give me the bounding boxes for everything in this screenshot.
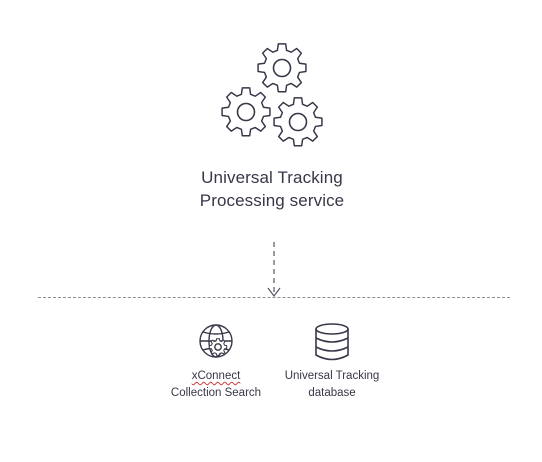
down-arrow-icon <box>267 242 281 297</box>
layer-divider <box>38 297 510 298</box>
xconnect-label: xConnect Collection Search <box>158 368 274 402</box>
service-title-line1: Universal Tracking <box>201 168 343 187</box>
globe-gear-icon <box>199 324 233 358</box>
gears-icon <box>221 43 323 147</box>
gear-right-icon <box>273 97 323 147</box>
database-icon <box>315 323 349 361</box>
xconnect-label-line2: Collection Search <box>170 387 262 399</box>
service-title: Universal Tracking Processing service <box>150 166 394 212</box>
service-title-line2: Processing service <box>199 191 345 210</box>
gear-left-icon <box>221 87 271 137</box>
xconnect-label-line1: xConnect <box>191 370 241 382</box>
gear-top-icon <box>257 43 307 93</box>
database-label-line2: database <box>308 387 356 399</box>
database-label: Universal Tracking database <box>272 368 392 402</box>
database-label-line1: Universal Tracking <box>284 370 380 382</box>
